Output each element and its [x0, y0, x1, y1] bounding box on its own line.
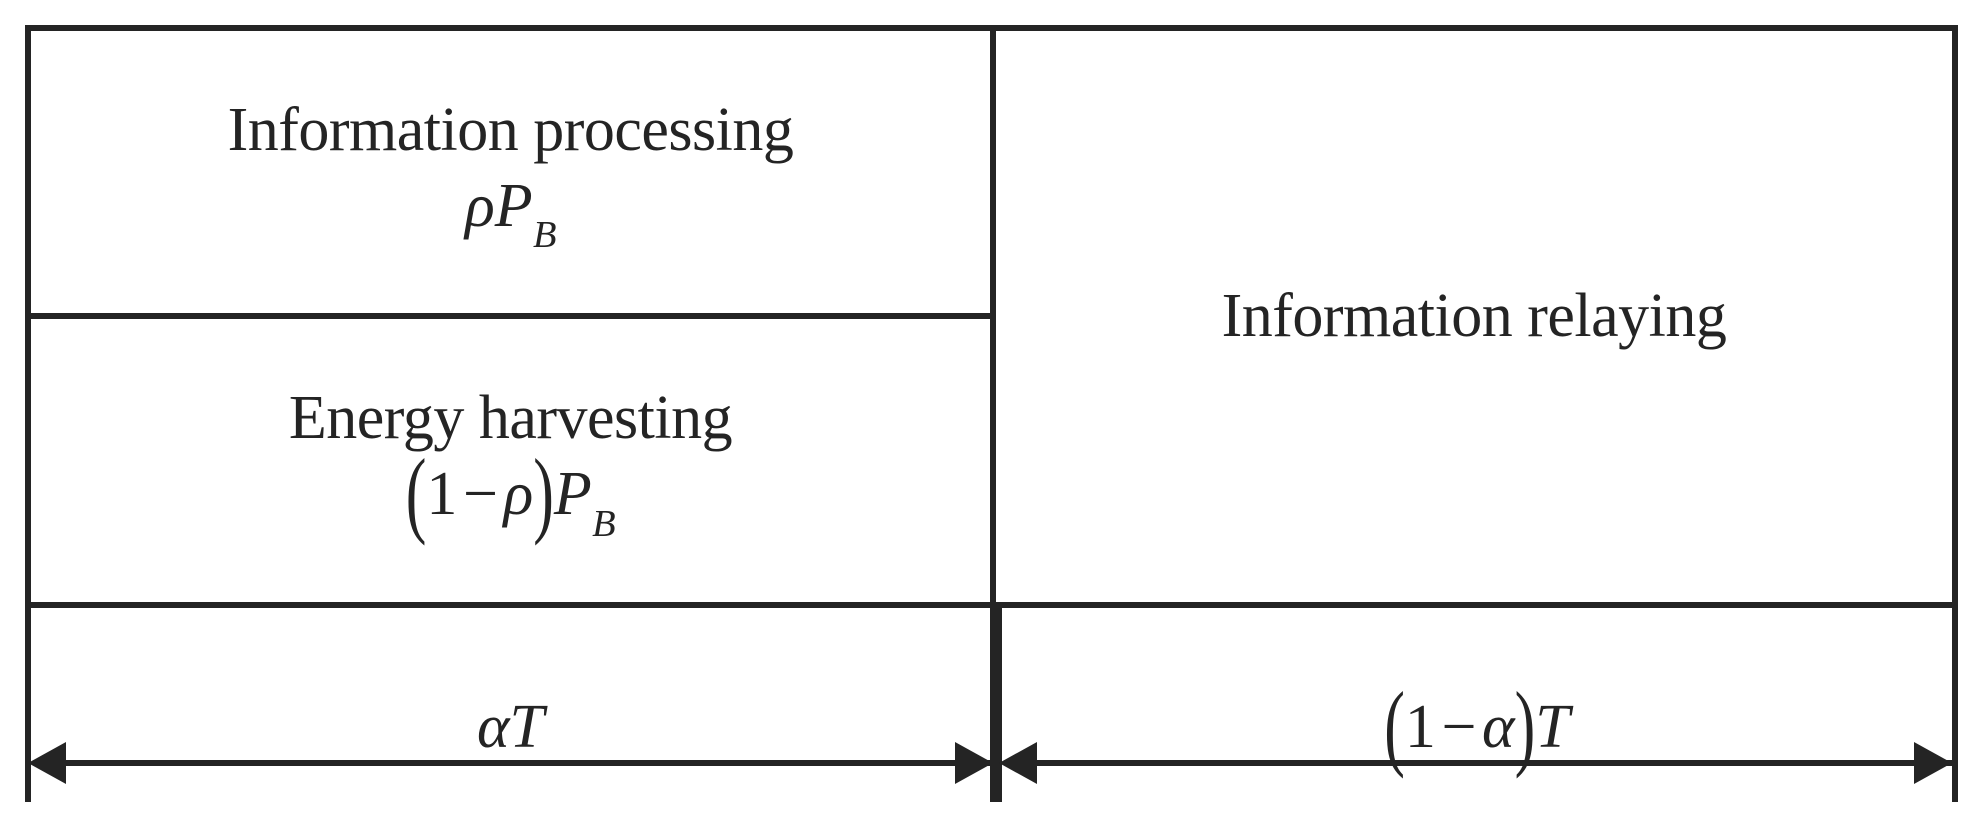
close-paren: )	[1514, 674, 1536, 780]
energy-harvesting-formula: (1−ρ)PB	[406, 446, 616, 543]
close-paren: )	[533, 441, 554, 547]
open-paren: (	[1384, 674, 1405, 780]
one-minus-alpha-t-label: (1−α)T	[1368, 679, 1586, 775]
power-symbol: P	[494, 171, 533, 240]
rho-symbol: ρ	[503, 460, 534, 529]
power-subscript: B	[592, 502, 616, 545]
minus-operator: −	[1441, 693, 1477, 761]
open-paren: (	[405, 441, 427, 547]
arrowhead-left-icon	[28, 742, 66, 784]
arrowhead-right-icon	[1914, 742, 1952, 784]
dimension-line-left-segment	[63, 760, 996, 766]
arrowhead-right-icon	[955, 742, 993, 784]
cell-energy-harvesting: Energy harvesting (1−ρ)PB	[31, 319, 990, 602]
minus-operator: −	[462, 460, 498, 529]
alpha-t-label: αT	[460, 693, 561, 761]
left-column-divider	[25, 313, 996, 319]
power-symbol: P	[553, 460, 592, 529]
alpha-symbol: α	[476, 693, 510, 761]
table-right-border	[1952, 25, 1958, 802]
one-literal: 1	[1404, 693, 1436, 761]
information-processing-label: Information processing	[227, 95, 794, 164]
period-symbol: T	[509, 693, 545, 761]
alpha-symbol: α	[1482, 693, 1515, 761]
arrowhead-left-icon	[999, 742, 1037, 784]
cell-information-processing: Information processing ρPB	[31, 31, 990, 313]
center-column-divider	[990, 25, 996, 802]
dimension-tick-left	[25, 608, 31, 802]
information-processing-formula: ρPB	[464, 171, 557, 255]
information-relaying-label: Information relaying	[1221, 281, 1727, 350]
one-literal: 1	[426, 460, 458, 529]
table-left-border	[25, 25, 31, 802]
power-subscript: B	[532, 214, 557, 257]
dimension-line-right-segment	[1034, 760, 1952, 766]
period-symbol: T	[1535, 693, 1570, 761]
rho-symbol: ρ	[464, 171, 495, 240]
dimension-alpha-t: αT	[25, 608, 996, 826]
dimension-tick-right	[1952, 608, 1958, 802]
dimension-row: αT (1−α)T	[25, 608, 1958, 826]
energy-harvesting-label: Energy harvesting	[288, 384, 733, 453]
dimension-one-minus-alpha-t: (1−α)T	[996, 608, 1958, 826]
cell-information-relaying: Information relaying	[996, 31, 1952, 602]
dimension-tick-center	[996, 608, 1002, 802]
